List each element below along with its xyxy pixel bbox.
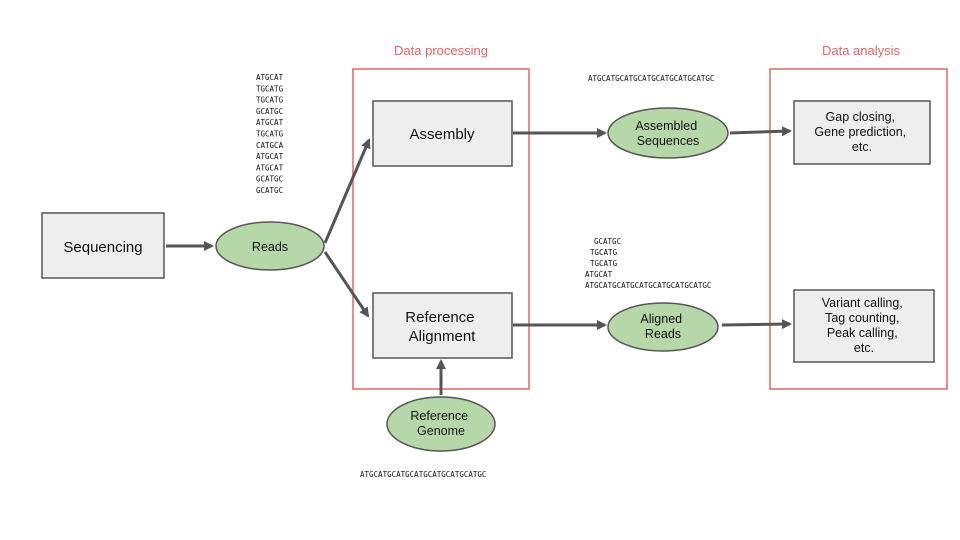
- assembly-node: Assembly: [372, 100, 513, 167]
- alignment-analysis-node: Variant calling, Tag counting, Peak call…: [793, 289, 935, 363]
- assembly-label: Assembly: [409, 126, 475, 143]
- arrow-assembled-to-analysis: [729, 126, 792, 137]
- aligned-sequence-stack: GCATGC TGCATG TGCATG ATGCAT ATGCATGCATGC…: [585, 237, 711, 290]
- assembly-analysis-node: Gap closing, Gene prediction, etc.: [793, 100, 931, 165]
- reads-label: Reads: [252, 240, 288, 254]
- assembly-analysis-label: Gap closing, Gene prediction, etc.: [814, 110, 909, 154]
- reference-genome-node: Reference Genome: [386, 396, 496, 452]
- arrow-reads-to-assembly: [323, 138, 371, 244]
- arrow-reads-to-alignment: [323, 251, 370, 318]
- sequencing-node: Sequencing: [41, 212, 165, 279]
- alignment-analysis-label: Variant calling, Tag counting, Peak call…: [822, 296, 907, 355]
- reads-node: Reads: [215, 221, 325, 271]
- reads-sequence-stack: ATGCAT TGCATG TGCATG GCATGC ATGCAT TGCAT…: [256, 73, 288, 195]
- data-analysis-label: Data analysis: [822, 43, 901, 58]
- assembled-sequences-node: Assembled Sequences: [607, 107, 729, 159]
- reference-alignment-node: Reference Alignment: [372, 292, 513, 359]
- assembled-sequence-text: ATGCATGCATGCATGCATGCATGCATGC: [588, 74, 714, 83]
- assembled-sequences-label: Assembled Sequences: [635, 119, 700, 148]
- genome-sequence-text: ATGCATGCATGCATGCATGCATGCATGC: [360, 470, 486, 479]
- aligned-reads-node: Aligned Reads: [607, 302, 719, 352]
- aligned-reads-label: Aligned Reads: [640, 312, 685, 341]
- sequencing-label: Sequencing: [63, 239, 142, 256]
- arrow-aligned-to-analysis: [721, 319, 792, 330]
- data-processing-label: Data processing: [394, 43, 488, 58]
- data-analysis-frame: [769, 68, 948, 390]
- reference-genome-label: Reference Genome: [410, 409, 471, 438]
- reference-alignment-label: Reference Alignment: [405, 309, 478, 345]
